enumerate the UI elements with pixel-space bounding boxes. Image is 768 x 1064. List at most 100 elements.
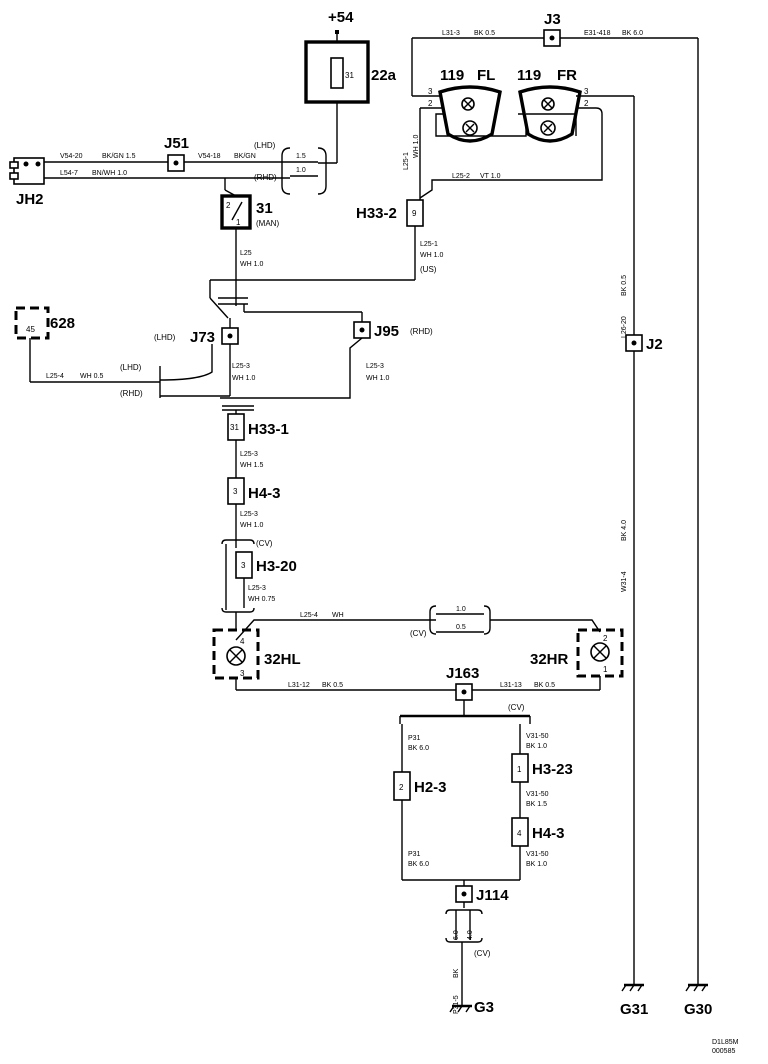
lamp-32hl-group: 4 3 32HL L25-4 WH 1.0 0.5 (CV): [212, 605, 601, 691]
wire-bnwh-10: BN/WH 1.0: [92, 170, 127, 177]
lamp-119fr-group: 119 FR 3 2: [419, 67, 635, 985]
note-rhd-3: (RHD): [120, 389, 143, 398]
switch-pin-2: 2: [226, 201, 231, 210]
j3-group: J3 L31-3 BK 0.5 E31-418 BK 6.0: [411, 11, 699, 985]
j95-dot: [359, 327, 365, 333]
jh2-group: JH2 V54-20 BK/GN 1.5 L54-7 BN/WH 1.0 J51…: [9, 135, 327, 208]
note-lhd-2: (LHD): [154, 333, 176, 342]
switch-pin-1: 1: [236, 218, 241, 227]
pin-fr-3: 3: [584, 87, 589, 96]
label-j73: J73: [190, 329, 215, 346]
wire-l25-4-b: L25-4: [300, 612, 318, 619]
wire-v31-50-b: V31-50: [526, 791, 549, 798]
label-j51: J51: [164, 135, 189, 152]
wire-bk40-vert: BK 4.0: [621, 520, 628, 541]
note-cv-3: (CV): [508, 703, 525, 712]
h33-2-group: L25-1 WH 1.0 L25-2 VT 1.0 9 H33-2 L25-1 …: [210, 135, 501, 281]
wire-p31-a: P31: [408, 735, 421, 742]
wire-l25-1-us: L25-1: [420, 241, 438, 248]
j51-dot: [173, 160, 179, 166]
note-cv-2: (CV): [410, 629, 427, 638]
label-119fl-num: 119: [440, 67, 464, 84]
jh2-dot-2: [35, 161, 41, 167]
jh2-pin-top: [9, 161, 19, 169]
wire-l54-7: L54-7: [60, 170, 78, 177]
label-22a: 22a: [371, 67, 397, 84]
label-g3: G3: [474, 999, 494, 1016]
wire-bk60-b: BK 6.0: [408, 861, 429, 868]
j73-dot: [227, 333, 233, 339]
j73-j95-group: 45 628 L25-4 WH 0.5 J73 (LHD) J95 (RHD) …: [14, 280, 433, 414]
wire-bk05-vert: BK 0.5: [621, 275, 628, 296]
wire-p31-5: P31-5: [453, 995, 460, 1014]
wire-l26-20: L26-20: [621, 316, 628, 338]
label-32hl: 32HL: [264, 651, 301, 668]
footer-code-1: D1L85M: [712, 1039, 739, 1046]
j3-dot: [549, 35, 555, 41]
label-j163: J163: [446, 665, 479, 682]
label-h2-3: H2-3: [414, 779, 447, 796]
label-32hr: 32HR: [530, 651, 569, 668]
label-h4-3a: H4-3: [248, 485, 281, 502]
fuse-22a-group: +54 31 22a: [304, 9, 397, 164]
wire-hr-05: 0.5: [456, 624, 466, 631]
jh2-dot-1: [23, 161, 29, 167]
pin-hl-3: 3: [240, 669, 245, 678]
ground-g30-group: G30: [684, 983, 712, 1018]
wire-wh075-e: WH 0.75: [248, 596, 275, 603]
label-g31: G31: [620, 1001, 648, 1018]
plus54-terminal: [335, 30, 339, 34]
wire-bk10-c: BK 1.0: [526, 861, 547, 868]
wire-15: 1.5: [296, 153, 306, 160]
switch-31-group: 2 1 31 (MAN) L25 WH 1.0: [220, 194, 279, 298]
wire-wh10-b: WH 1.0: [366, 375, 389, 382]
wire-wh10-sw: WH 1.0: [240, 261, 263, 268]
wire-w31-4: W31-4: [621, 571, 628, 592]
wire-hr-10: 1.0: [456, 606, 466, 613]
j114-group: J114 6.0 4.0 (CV) BK P31-5 G3: [445, 885, 509, 1016]
wire-vt10: VT 1.0: [480, 173, 501, 180]
label-switch-31: 31: [256, 200, 273, 217]
lamp-119fl-group: 119 FL 3 2: [419, 67, 527, 200]
wire-e31-418: E31-418: [584, 30, 611, 37]
label-119fl-side: FL: [477, 67, 495, 84]
h33-1-pin: 31: [230, 423, 239, 432]
lamp-32hr-group: 2 1 32HR: [530, 628, 624, 690]
wire-g3-60: 6.0: [453, 930, 460, 940]
wire-wh15-c: WH 1.5: [240, 462, 263, 469]
j2-group: BK 0.5 L26-20 J2 BK 4.0 W31-4: [621, 275, 663, 592]
h4-3b-pin: 4: [517, 829, 522, 838]
wire-bk10-a: BK 1.0: [526, 743, 547, 750]
wire-wh10-a: WH 1.0: [232, 375, 255, 382]
j163-dot: [461, 689, 467, 695]
j2-dot: [631, 340, 637, 346]
ground-g31-group: G31: [620, 983, 648, 1018]
note-cv-4: (CV): [474, 949, 491, 958]
wire-l25-3-a: L25-3: [232, 363, 250, 370]
label-h33-2: H33-2: [356, 205, 397, 222]
footer-code-2: 000585: [712, 1048, 735, 1055]
pin-fl-3: 3: [428, 87, 433, 96]
label-119fr-side: FR: [557, 67, 577, 84]
label-plus54: +54: [328, 9, 354, 26]
wire-bk05-hl: BK 0.5: [322, 682, 343, 689]
wire-l25-3-d: L25-3: [240, 511, 258, 518]
c628-pin: 45: [26, 325, 35, 334]
note-cv-1: (CV): [256, 539, 273, 548]
pin-hr-1: 1: [603, 665, 608, 674]
wire-wh10-us: WH 1.0: [420, 252, 443, 259]
wire-bk05-hr: BK 0.5: [534, 682, 555, 689]
j163-group: L31-12 BK 0.5 L31-13 BK 0.5 J163 (CV) P3…: [288, 665, 573, 886]
pin-fr-2: 2: [584, 99, 589, 108]
note-us: (US): [420, 265, 437, 274]
wire-l25-1-vert: L25-1: [403, 152, 410, 170]
wire-l31-12: L31-12: [288, 682, 310, 689]
note-man: (MAN): [256, 219, 279, 228]
jh2-pin-bottom: [9, 172, 19, 180]
h3-23-pin: 1: [517, 765, 522, 774]
wire-l25-3-b: L25-3: [366, 363, 384, 370]
wire-l31-3: L31-3: [442, 30, 460, 37]
component-628: [14, 306, 50, 340]
chain-group: 31 H33-1 L25-3 WH 1.5 3 H4-3 L25-3 WH 1.…: [221, 413, 297, 630]
